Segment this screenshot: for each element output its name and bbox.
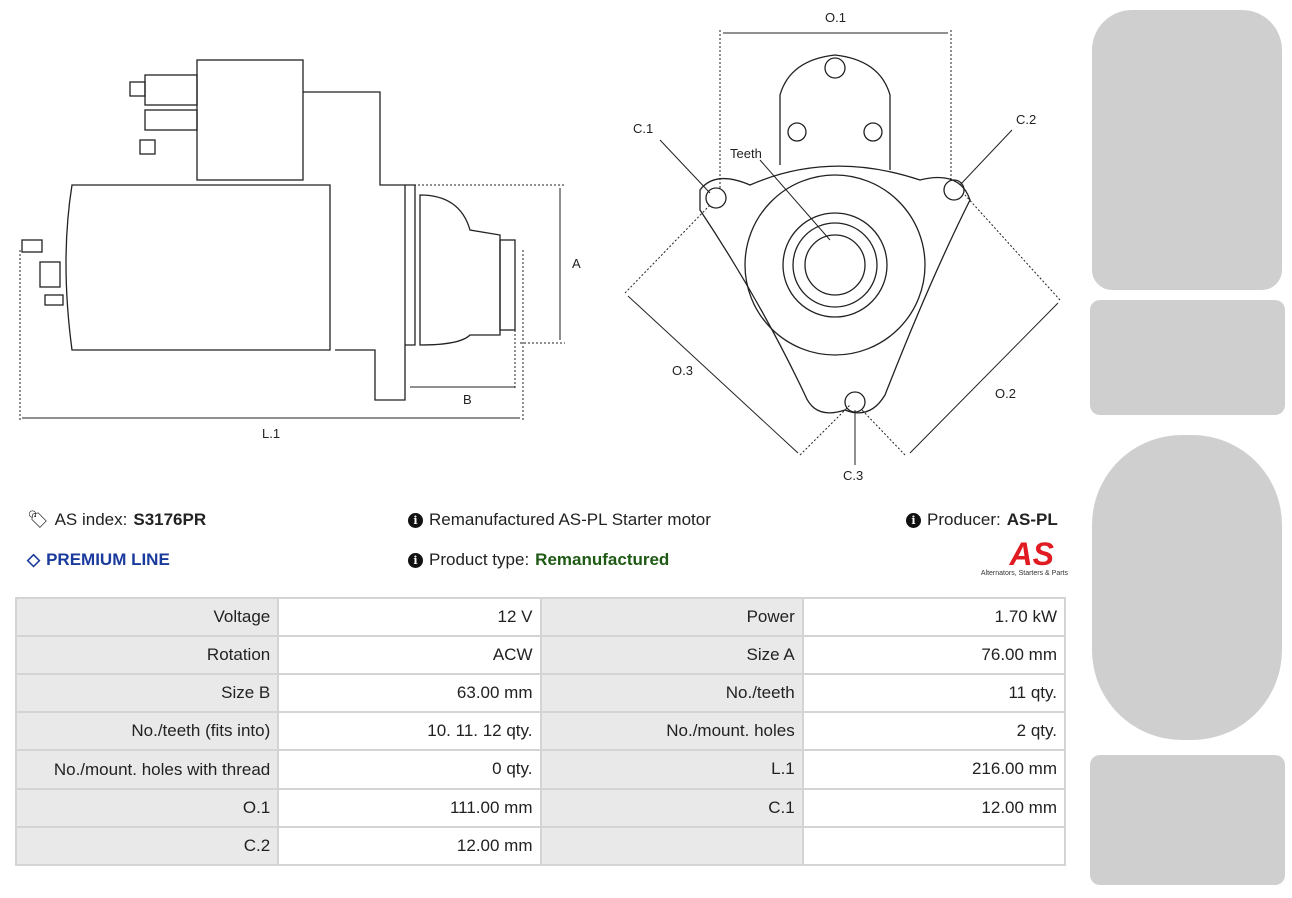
premium-line-badge[interactable]: ◇ PREMIUM LINE [27,550,170,569]
label-c3: C.3 [843,468,863,483]
diamond-icon: ◇ [27,550,41,569]
tags-icon: 🏷 [27,510,49,529]
info-icon: i [408,512,423,528]
spec-label: Size B [14,673,280,713]
as-pl-logo: AS Alternators, Starters & Parts [980,536,1068,577]
info-icon: i [408,552,423,568]
spec-label: No./mount. holes with thread [14,749,280,790]
label-o3: O.3 [672,363,693,378]
label-o2: O.2 [995,386,1016,401]
spec-label: No./teeth [539,673,804,713]
spec-value: 10. 11. 12 qty. [277,711,542,751]
label-b: B [463,392,472,407]
spec-label: Rotation [14,635,280,675]
info-icon: i [906,512,921,528]
spec-label: C.1 [539,788,804,828]
spec-label: No./teeth (fits into) [14,711,280,751]
label-o1: O.1 [825,10,846,25]
product-photo-rear[interactable] [1092,435,1282,740]
label-a: A [572,256,581,271]
spec-value: 0 qty. [277,749,542,790]
front-view-diagram: O.1 O.3 O.2 C.1 C.2 C.3 Teeth [624,10,1061,483]
spec-label [539,826,804,866]
spec-value: 76.00 mm [801,635,1067,675]
as-index: 🏷 AS index: S3176PR [27,510,207,529]
spec-label: L.1 [539,749,804,790]
spec-value: 12.00 mm [277,826,542,866]
spec-value: 63.00 mm [277,673,542,713]
label-l1: L.1 [262,426,280,441]
spec-label: Power [539,597,804,637]
spec-value: ACW [277,635,542,675]
spec-value: 111.00 mm [277,788,542,828]
product-photo-angle[interactable] [1090,755,1285,885]
spec-value: 12 V [277,597,542,637]
product-type: i Product type: Remanufactured [408,550,669,570]
spec-value: 11 qty. [801,673,1067,713]
spec-label: Voltage [14,597,280,637]
spec-row: No./teeth (fits into)10. 11. 12 qty.No./… [14,711,1067,751]
spec-value [801,826,1067,866]
spec-value: 12.00 mm [801,788,1067,828]
label-c2: C.2 [1016,112,1036,127]
spec-value: 1.70 kW [801,597,1067,637]
product-photo-front[interactable] [1092,10,1282,290]
spec-label: C.2 [14,826,280,866]
side-view-diagram: A B L.1 [19,59,581,441]
spec-label: O.1 [14,788,280,828]
as-index-value: S3176PR [133,510,207,529]
label-teeth: Teeth [730,146,762,161]
product-photo-side[interactable] [1090,300,1285,415]
producer: i Producer: AS-PL [906,510,1058,530]
spec-label: No./mount. holes [539,711,804,751]
spec-value: 216.00 mm [801,749,1067,790]
spec-value: 2 qty. [801,711,1067,751]
description: i Remanufactured AS-PL Starter motor [408,510,711,530]
label-c1: C.1 [633,121,653,136]
spec-label: Size A [539,635,804,675]
